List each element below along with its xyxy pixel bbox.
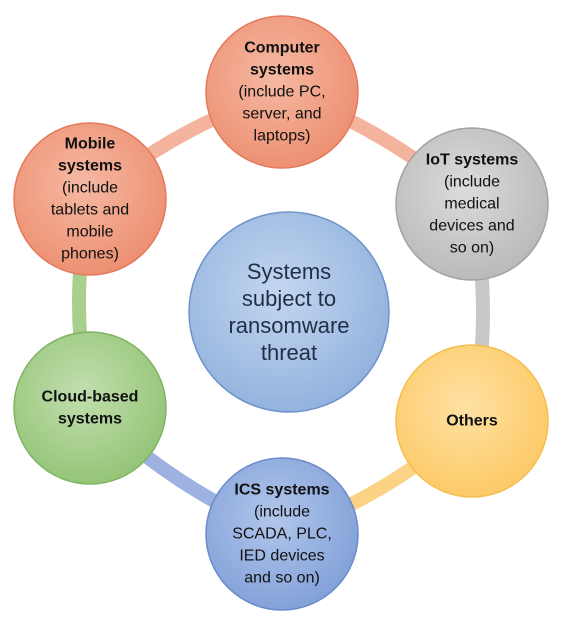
node-title-cloud: systems <box>58 411 122 428</box>
node-title-computer: systems <box>250 62 314 79</box>
node-circle-others <box>395 344 549 498</box>
node-detail-ics: (include <box>254 504 310 521</box>
node-circle-ics <box>205 457 359 611</box>
node-title-cloud: Cloud-based <box>42 389 139 406</box>
node-title-iot: IoT systems <box>426 152 519 169</box>
node-detail-ics: and so on) <box>244 570 320 587</box>
node-circle-iot <box>395 127 549 281</box>
node-detail-computer: (include PC, <box>238 84 325 101</box>
node-detail-iot: devices and <box>429 218 514 235</box>
center-label-line: subject to <box>242 286 336 311</box>
node-title-computer: Computer <box>244 40 320 57</box>
node-detail-ics: IED devices <box>239 548 324 565</box>
node-title-mobile: Mobile <box>65 136 116 153</box>
system-nodes: Computer systems (include PC, server, and la… <box>13 15 549 611</box>
node-title-ics: ICS systems <box>234 482 329 499</box>
node-circle-mobile <box>13 122 167 276</box>
node-detail-mobile: tablets and <box>51 202 129 219</box>
node-detail-iot: medical <box>444 196 499 213</box>
node-circle-computer <box>205 15 359 169</box>
center-circle <box>188 211 390 413</box>
center-label-line: ransomware <box>228 313 349 338</box>
node-circle-cloud <box>13 331 167 485</box>
node-detail-ics: SCADA, PLC, <box>232 526 332 543</box>
node-detail-iot: so on) <box>450 240 494 257</box>
node-detail-mobile: (include <box>62 180 118 197</box>
node-detail-mobile: phones) <box>61 246 119 263</box>
node-detail-iot: (include <box>444 174 500 191</box>
node-detail-mobile: mobile <box>66 224 113 241</box>
node-title-mobile: systems <box>58 158 122 175</box>
center-label-line: threat <box>261 340 317 365</box>
node-detail-computer: server, and <box>242 106 321 123</box>
node-title-others: Others <box>446 413 498 430</box>
center-label-line: Systems <box>247 259 331 284</box>
node-detail-computer: laptops) <box>254 128 311 145</box>
